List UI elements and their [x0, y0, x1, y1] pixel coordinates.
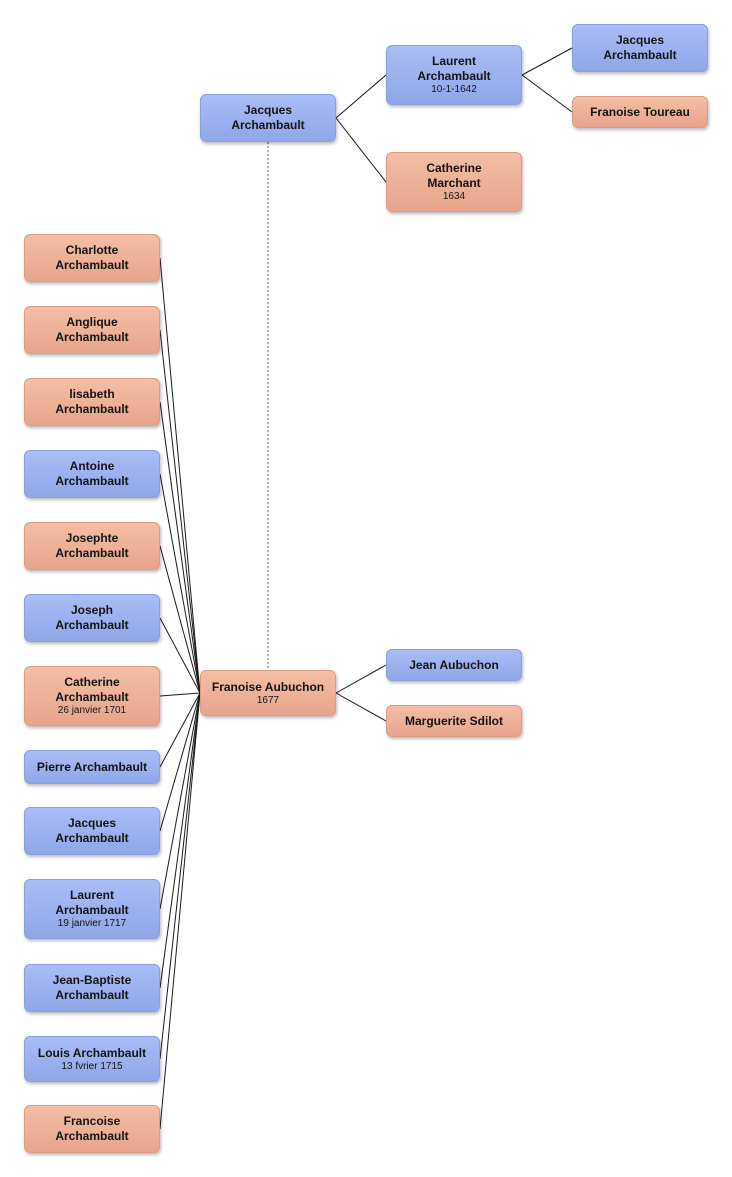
person-name: Joseph Archambault: [55, 603, 129, 632]
child-node-jacques-archambault[interactable]: Jacques Archambault: [24, 807, 160, 855]
person-date: 19 janvier 1717: [57, 918, 127, 929]
person-name: Laurent Archambault: [417, 54, 491, 83]
person-name: Pierre Archambault: [36, 759, 148, 774]
parent-connector: [335, 74, 387, 119]
person-name: Jean Aubuchon: [409, 657, 499, 672]
person-node-francoise-ggm[interactable]: Franoise Toureau: [572, 96, 708, 128]
child-connector: [159, 473, 201, 694]
child-connector: [159, 692, 201, 1060]
person-node-marguerite-mm[interactable]: Marguerite Sdilot: [386, 705, 522, 737]
child-node-pierre-archambault[interactable]: Pierre Archambault: [24, 750, 160, 784]
person-name: Josephte Archambault: [55, 531, 129, 560]
person-node-jacques-ggf[interactable]: Jacques Archambault: [572, 24, 708, 72]
person-date: 1634: [442, 191, 466, 202]
parent-connector: [335, 664, 387, 694]
person-date: 13 fvrier 1715: [61, 1060, 123, 1072]
person-name: Franoise Aubuchon: [211, 679, 325, 694]
person-name: Anglique Archambault: [55, 315, 129, 344]
child-node-josephte-archambault[interactable]: Josephte Archambault: [24, 522, 160, 570]
child-connector: [159, 692, 201, 832]
person-name: Charlotte Archambault: [55, 243, 129, 272]
child-connector: [159, 692, 201, 768]
child-node-jean-baptiste-archambault[interactable]: Jean-Baptiste Archambault: [24, 964, 160, 1012]
child-connector: [159, 692, 201, 989]
child-node-antoine-archambault[interactable]: Antoine Archambault: [24, 450, 160, 498]
child-node-anglique-archambault[interactable]: Anglique Archambault: [24, 306, 160, 354]
child-connector: [159, 401, 201, 694]
person-date: 1677: [256, 694, 280, 706]
person-date: 10-1-1642: [431, 84, 477, 95]
parent-connector: [335, 692, 387, 722]
child-connector: [159, 329, 201, 694]
person-name: Franoise Toureau: [590, 104, 690, 119]
person-name: Jacques Archambault: [603, 33, 677, 62]
person-name: Louis Archambault: [37, 1045, 147, 1060]
child-connector: [159, 692, 201, 697]
person-name: Jacques Archambault: [55, 816, 129, 845]
child-node-lisabeth-archambault[interactable]: lisabeth Archambault: [24, 378, 160, 426]
child-connector: [159, 692, 201, 910]
parent-connector: [521, 47, 573, 76]
person-name: lisabeth Archambault: [55, 387, 129, 416]
parent-connector: [335, 117, 387, 183]
child-node-charlotte-archambault[interactable]: Charlotte Archambault: [24, 234, 160, 282]
person-name: Antoine Archambault: [55, 459, 129, 488]
person-name: Catherine Archambault: [55, 675, 129, 704]
child-node-joseph-archambault[interactable]: Joseph Archambault: [24, 594, 160, 642]
person-name: Jacques Archambault: [231, 103, 305, 132]
person-name: Jean-Baptiste Archambault: [52, 973, 132, 1002]
child-node-francoise-archambault[interactable]: Francoise Archambault: [24, 1105, 160, 1153]
person-name: Francoise Archambault: [55, 1114, 129, 1143]
person-name: Marguerite Sdilot: [404, 713, 503, 728]
person-name: Laurent Archambault: [55, 888, 129, 917]
person-name: Catherine Marchant: [426, 161, 482, 190]
child-connector: [159, 692, 201, 1130]
person-node-jean-mf[interactable]: Jean Aubuchon: [386, 649, 522, 681]
parent-connector: [521, 74, 573, 113]
person-date: 26 janvier 1701: [57, 705, 127, 716]
person-node-jacques-f[interactable]: Jacques Archambault: [200, 94, 336, 142]
child-connector: [159, 617, 201, 694]
child-connector: [159, 257, 201, 694]
child-connector: [159, 545, 201, 694]
